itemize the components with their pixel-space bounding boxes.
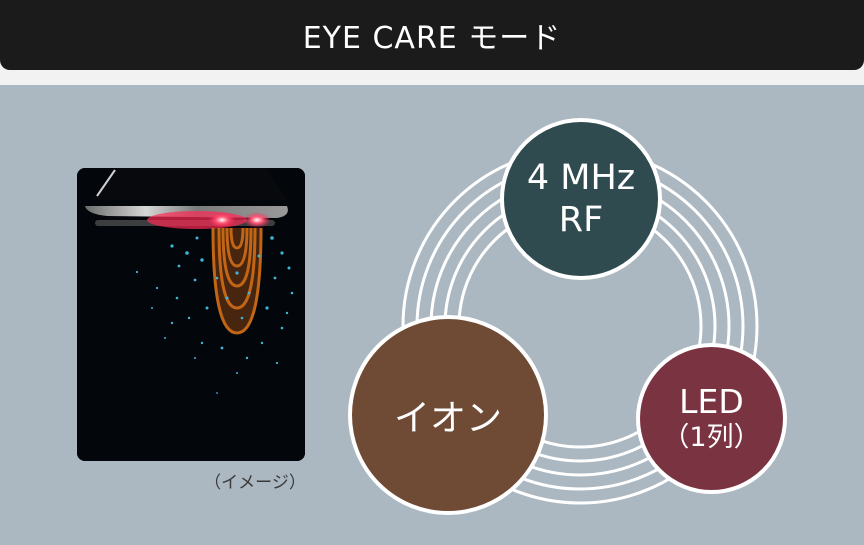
rf-node: 4 MHz RF [500, 118, 662, 280]
device-image-icon [77, 168, 305, 461]
led-node: LED （1列） [636, 343, 787, 494]
image-caption: （イメージ） [204, 473, 306, 493]
device-illustration [77, 168, 305, 461]
rf-node-label-line2: RF [558, 200, 604, 240]
led-node-label-line1: LED [679, 381, 744, 421]
mode-header: EYE CARE モード [0, 0, 864, 70]
rf-node-label-line1: 4 MHz [526, 158, 636, 198]
led-node-label-line2: （1列） [662, 421, 761, 453]
ion-node-label: イオン [393, 398, 502, 439]
mode-title: EYE CARE モード [302, 21, 562, 56]
ion-node: イオン [348, 315, 548, 515]
